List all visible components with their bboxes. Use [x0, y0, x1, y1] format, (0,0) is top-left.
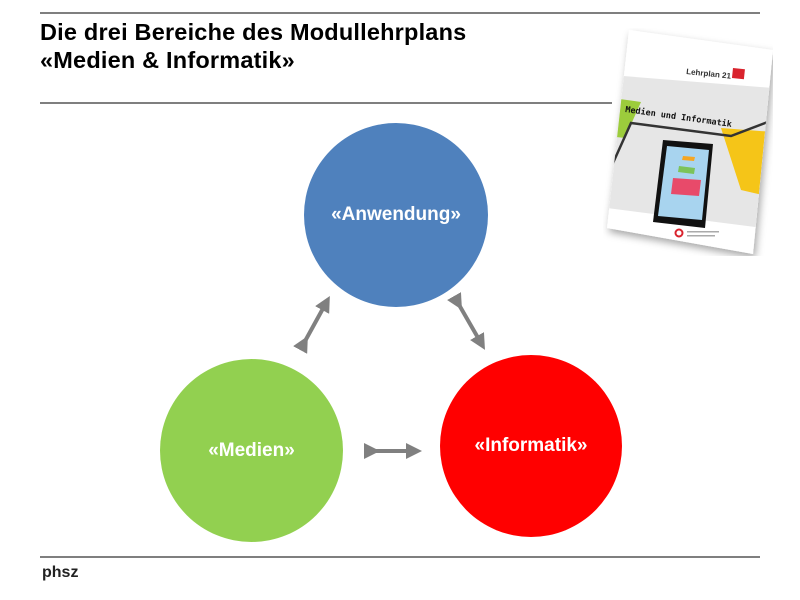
title-line-2: «Medien & Informatik» — [40, 47, 295, 73]
slide-title: Die drei Bereiche des Modullehrplans «Me… — [40, 18, 466, 74]
node-medien-label: «Medien» — [208, 439, 295, 461]
footer-logo-text: phsz — [42, 564, 79, 581]
node-informatik: «Informatik» — [440, 355, 622, 537]
node-anwendung-label: «Anwendung» — [331, 204, 461, 225]
title-underline — [40, 102, 612, 104]
title-line-1: Die drei Bereiche des Modullehrplans — [40, 19, 467, 45]
node-anwendung: «Anwendung» — [304, 123, 488, 307]
node-medien: «Medien» — [160, 359, 343, 542]
book-cover-image: Lehrplan 21 Medien und Informatik — [607, 30, 773, 254]
node-informatik-label: «Informatik» — [474, 435, 588, 456]
footer-rule — [40, 556, 760, 558]
top-rule — [40, 12, 760, 14]
